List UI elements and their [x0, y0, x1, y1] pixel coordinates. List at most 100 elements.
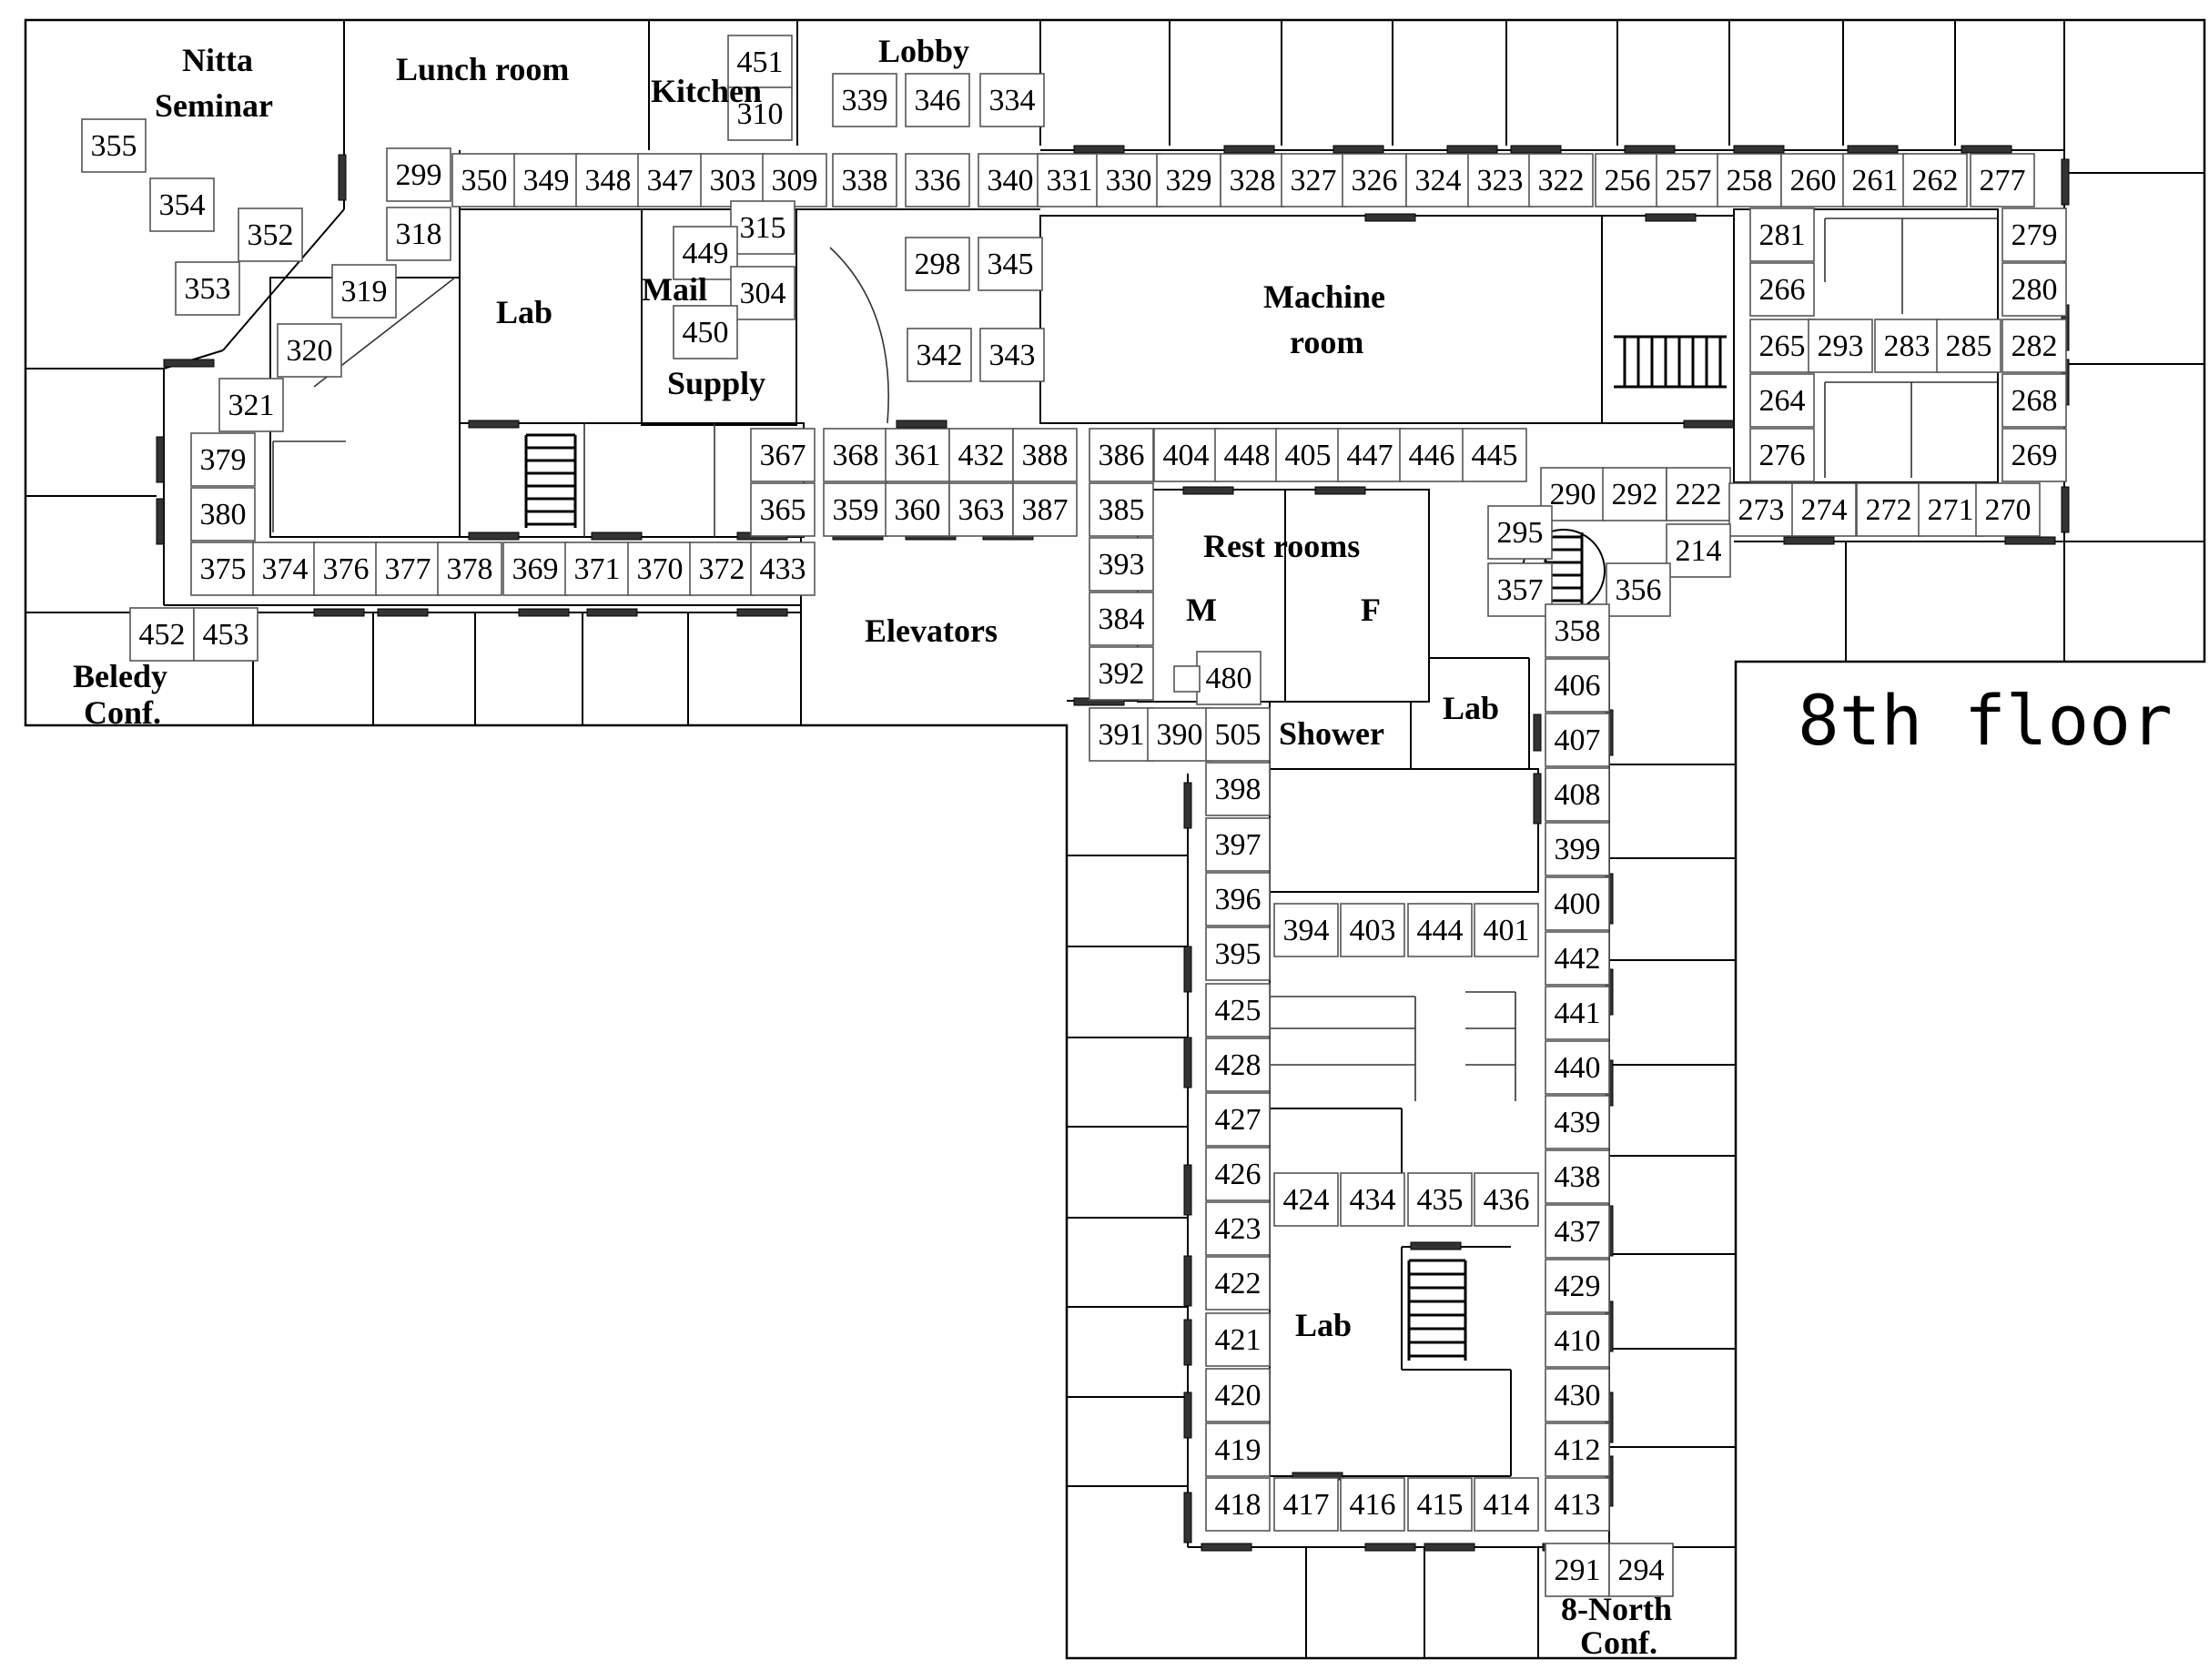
desk-spot: 390 [1147, 707, 1212, 762]
desk-spot: 342 [907, 328, 972, 382]
desk-spot: 444 [1407, 903, 1473, 957]
desk-spot-number: 272 [1866, 493, 1912, 527]
label-machine-room: room [1290, 324, 1363, 360]
desk-spot: 434 [1340, 1172, 1405, 1227]
desk-spot-number: 294 [1618, 1553, 1665, 1587]
desk-spot-number: 401 [1484, 914, 1530, 947]
desk-spot: 276 [1749, 428, 1815, 482]
desk-spot-number: 348 [585, 164, 632, 197]
desk-spot-number: 283 [1884, 329, 1930, 363]
desk-spot: 480 [1196, 651, 1262, 705]
desk-spot: 299 [386, 147, 451, 202]
desk-spot-number: 446 [1409, 439, 1455, 472]
desk-spot-number: 353 [185, 272, 231, 306]
desk-spot: 322 [1528, 153, 1594, 207]
desk-spot-number: 310 [737, 97, 784, 131]
desk-spot: 422 [1205, 1256, 1271, 1311]
desk-spot-number: 319 [341, 275, 388, 309]
desk-spot: 264 [1749, 373, 1815, 428]
desk-spot: 446 [1399, 428, 1464, 482]
desk-spot: 388 [1012, 428, 1078, 482]
desk-spot: 258 [1717, 153, 1782, 207]
desk-spot: 361 [885, 428, 950, 482]
label-lab-east: Lab [1443, 690, 1499, 726]
desk-spot: 346 [905, 73, 970, 127]
desk-spot-number: 347 [647, 164, 694, 197]
desk-spot: 442 [1545, 931, 1610, 986]
desk-spot-number: 277 [1980, 164, 2026, 197]
desk-spot: 292 [1602, 467, 1667, 521]
desk-spot: 414 [1474, 1477, 1539, 1532]
desk-spot: 430 [1545, 1368, 1610, 1422]
desk-spot: 291 [1545, 1543, 1610, 1597]
desk-spot: 324 [1405, 153, 1471, 207]
desk-spot-number: 324 [1415, 164, 1462, 197]
desk-spot: 447 [1337, 428, 1403, 482]
desk-spot-number: 345 [988, 248, 1034, 281]
desk-spot-number: 447 [1347, 439, 1393, 472]
desk-spot: 439 [1545, 1095, 1610, 1149]
desk-spot-number: 453 [203, 618, 249, 652]
desk-spot-number: 386 [1099, 439, 1145, 472]
stairs-west [524, 433, 577, 528]
stairs-south [1407, 1259, 1467, 1361]
label-seminar: Seminar [155, 87, 273, 124]
desk-spot-number: 363 [958, 493, 1005, 527]
desk-spot: 257 [1656, 153, 1721, 207]
desk-spot-number: 398 [1215, 773, 1262, 806]
desk-spot: 369 [502, 541, 568, 596]
desk-spot: 328 [1220, 153, 1285, 207]
desk-spot: 406 [1545, 658, 1610, 713]
label-machine: Machine [1263, 278, 1385, 315]
desk-spot-number: 285 [1946, 329, 1992, 363]
desk-spot-number: 435 [1417, 1183, 1464, 1217]
desk-spot: 358 [1545, 603, 1610, 658]
desk-spot-number: 329 [1166, 164, 1212, 197]
desk-spot: 356 [1606, 562, 1671, 617]
desk-spot: 403 [1340, 903, 1405, 957]
desk-spot: 272 [1856, 482, 1921, 537]
desk-spot: 379 [190, 432, 256, 487]
desk-spot: 432 [948, 428, 1014, 482]
desk-spot: 384 [1089, 592, 1154, 646]
desk-spot-number: 410 [1555, 1324, 1601, 1358]
desk-spot: 453 [193, 607, 258, 662]
desk-spot: 290 [1540, 467, 1606, 521]
desk-spot-number: 448 [1224, 439, 1271, 472]
desk-spot: 315 [730, 200, 795, 255]
desk-spot-number: 369 [512, 552, 559, 586]
desk-spot: 365 [750, 482, 816, 537]
desk-spot: 401 [1474, 903, 1539, 957]
desk-spot: 392 [1089, 646, 1154, 701]
desk-spot: 298 [905, 237, 970, 291]
desk-spot: 419 [1205, 1422, 1271, 1477]
desk-spot: 338 [832, 153, 897, 207]
desk-spot-number: 338 [842, 164, 888, 197]
desk-spot-number: 354 [159, 188, 206, 222]
desk-spot-number: 413 [1555, 1488, 1601, 1522]
desk-spot: 331 [1037, 153, 1102, 207]
desk-spot-number: 359 [833, 493, 879, 527]
desk-spot-number: 357 [1497, 573, 1544, 607]
desk-spot-number: 384 [1099, 602, 1145, 636]
desk-spot: 345 [978, 237, 1043, 291]
desk-spot-number: 292 [1612, 478, 1658, 511]
desk-spot-number: 429 [1555, 1270, 1601, 1303]
desk-spot: 410 [1545, 1313, 1610, 1368]
desk-spot: 372 [689, 541, 755, 596]
desk-spot: 340 [978, 153, 1043, 207]
desk-spot: 441 [1545, 986, 1610, 1040]
desk-spot-number: 371 [574, 552, 621, 586]
desk-spot-number: 342 [917, 339, 963, 372]
desk-spot: 256 [1595, 153, 1660, 207]
desk-spot-number: 214 [1676, 534, 1722, 568]
desk-spot: 428 [1205, 1037, 1271, 1092]
desk-spot-number: 326 [1352, 164, 1398, 197]
desk-spot: 363 [948, 482, 1014, 537]
desk-spot-number: 280 [2011, 273, 2058, 307]
label-shower: Shower [1279, 715, 1384, 752]
desk-spot: 303 [700, 153, 765, 207]
desk-spot: 355 [81, 118, 147, 173]
desk-spot-number: 400 [1555, 887, 1601, 921]
